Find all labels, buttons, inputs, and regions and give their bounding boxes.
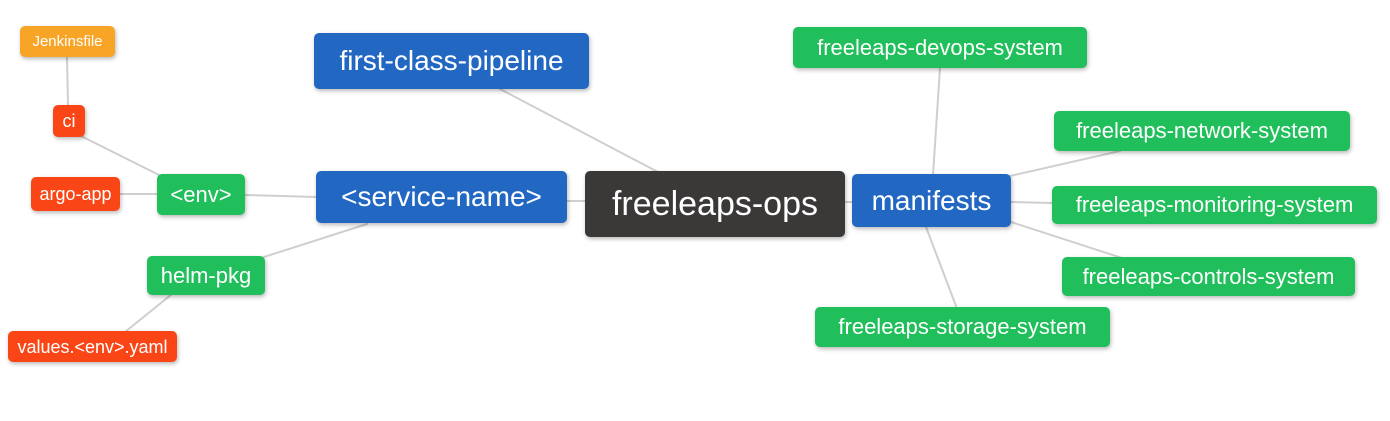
edge-service-name-helm-pkg bbox=[263, 223, 368, 258]
node-controls-system[interactable]: freeleaps-controls-system bbox=[1062, 257, 1355, 296]
node-service-name[interactable]: <service-name> bbox=[316, 171, 567, 223]
edge-service-name-env bbox=[243, 194, 318, 198]
node-values-env-yaml[interactable]: values.<env>.yaml bbox=[8, 331, 177, 362]
edge-manifests-controls-system bbox=[1010, 221, 1123, 259]
node-jenkinsfile[interactable]: Jenkinsfile bbox=[20, 26, 115, 57]
node-freeleaps-ops[interactable]: freeleaps-ops bbox=[585, 171, 845, 237]
edge-manifests-storage-system bbox=[925, 226, 957, 307]
edge-manifests-network-system bbox=[1009, 150, 1121, 177]
edge-freeleaps-ops-first-class-pipeline bbox=[499, 88, 659, 173]
node-ci[interactable]: ci bbox=[53, 105, 85, 137]
edge-env-ci bbox=[78, 134, 162, 177]
node-storage-system[interactable]: freeleaps-storage-system bbox=[815, 307, 1110, 347]
node-env[interactable]: <env> bbox=[157, 174, 245, 215]
edge-manifests-devops-system bbox=[932, 67, 941, 176]
node-first-class-pipeline[interactable]: first-class-pipeline bbox=[314, 33, 589, 89]
node-argo-app[interactable]: argo-app bbox=[31, 177, 120, 211]
edge-ci-jenkinsfile bbox=[66, 56, 69, 106]
node-monitoring-system[interactable]: freeleaps-monitoring-system bbox=[1052, 186, 1377, 224]
node-devops-system[interactable]: freeleaps-devops-system bbox=[793, 27, 1087, 68]
node-network-system[interactable]: freeleaps-network-system bbox=[1054, 111, 1350, 151]
edge-helm-pkg-values-env-yaml bbox=[124, 293, 173, 333]
node-helm-pkg[interactable]: helm-pkg bbox=[147, 256, 265, 295]
edge-manifests-monitoring-system bbox=[1010, 201, 1053, 204]
node-manifests[interactable]: manifests bbox=[852, 174, 1011, 227]
